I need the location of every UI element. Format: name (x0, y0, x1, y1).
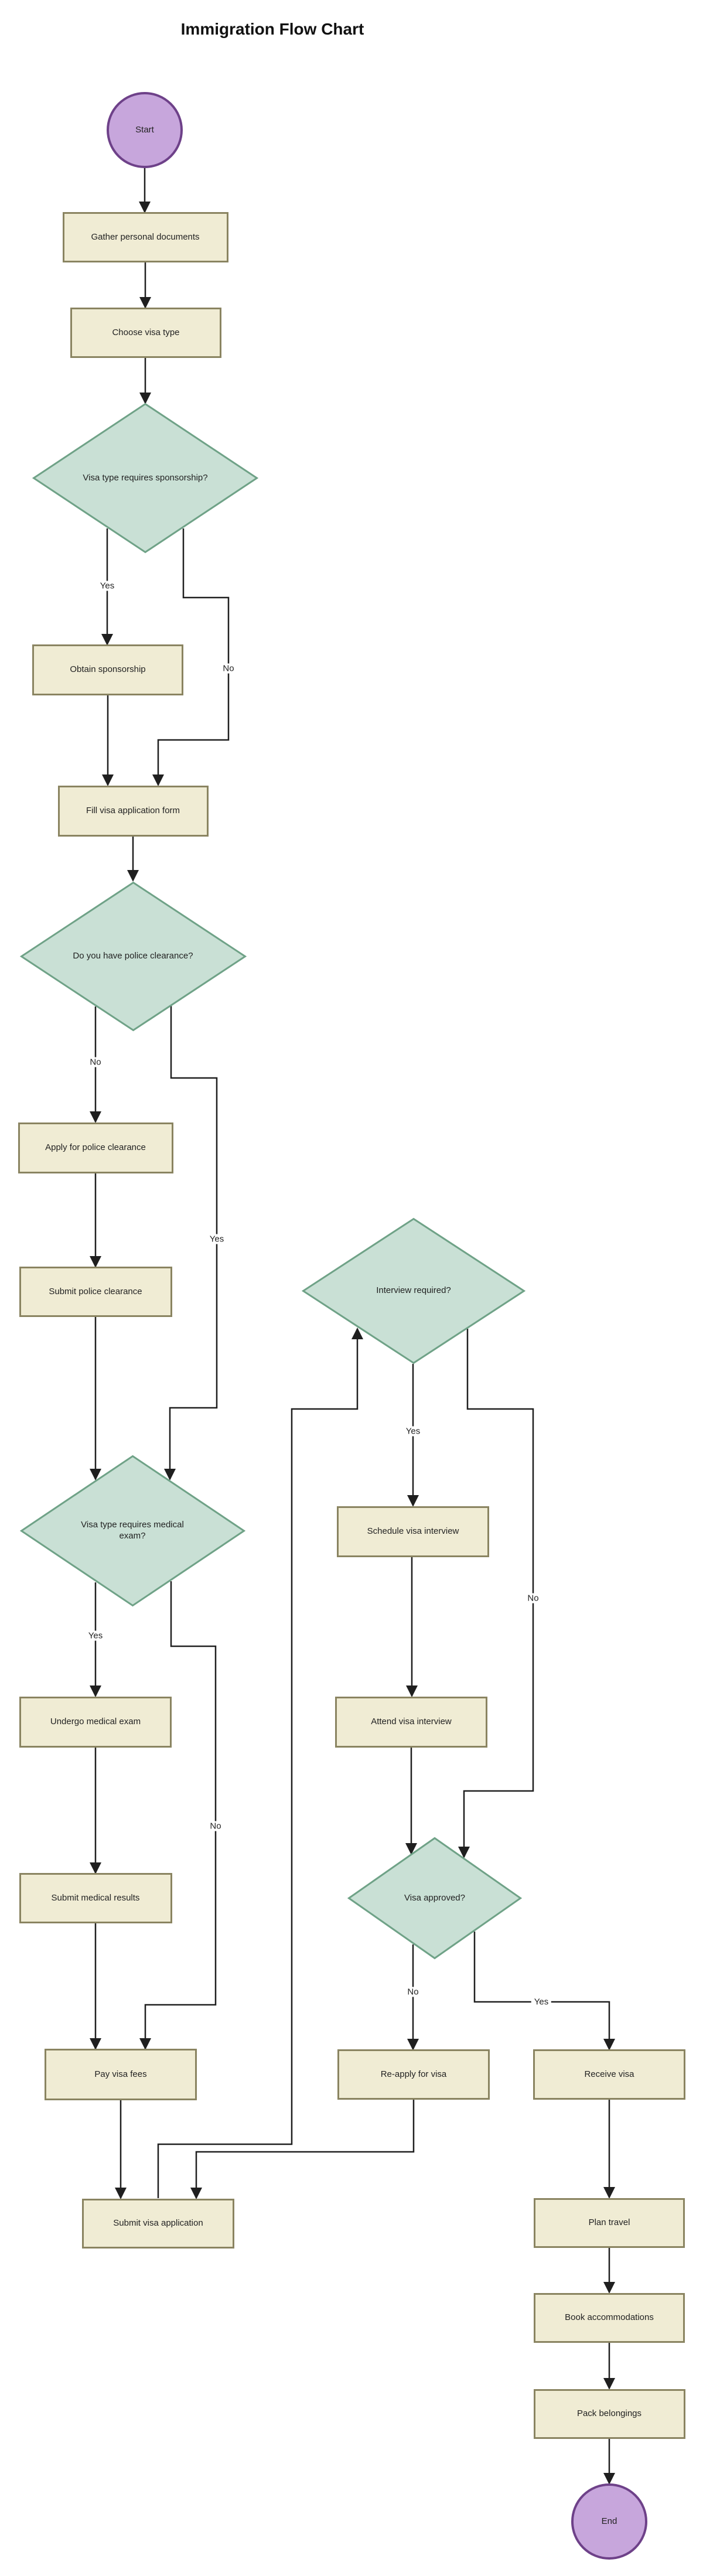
edge-label-no-d-sponsor: No (220, 663, 237, 674)
node-label-undergo: Undergo medical exam (50, 1716, 141, 1727)
node-pack: Pack belongings (533, 2389, 685, 2439)
node-d-medical: Visa type requires medical exam? (19, 1455, 245, 1607)
node-pay: Pay visa fees (45, 2049, 197, 2100)
node-fill-form: Fill visa application form (57, 785, 209, 837)
node-label-d-approved: Visa approved? (404, 1892, 465, 1903)
page-title: Immigration Flow Chart (180, 20, 364, 38)
decision-diamond-shape (347, 1837, 522, 1960)
node-undergo: Undergo medical exam (19, 1696, 172, 1748)
node-label-apply-pc: Apply for police clearance (45, 1142, 146, 1152)
node-label-d-sponsor: Visa type requires sponsorship? (83, 472, 208, 483)
decision-diamond-shape (302, 1217, 525, 1364)
node-label-d-medical: Visa type requires medical exam? (81, 1520, 184, 1541)
node-label-submit-mr: Submit medical results (51, 1892, 140, 1903)
node-submit-pc: Submit police clearance (19, 1267, 172, 1317)
decision-diamond-shape (32, 402, 258, 554)
node-end: End (571, 2483, 647, 2560)
node-start: Start (107, 92, 183, 168)
node-apply-pc: Apply for police clearance (18, 1122, 173, 1173)
node-label-choose: Choose visa type (112, 327, 180, 337)
edge-label-no-d-approved: No (404, 1987, 422, 1997)
decision-diamond-shape (19, 881, 247, 1031)
node-d-approved: Visa approved? (347, 1837, 522, 1960)
edge-label-yes-d-interview: Yes (402, 1426, 424, 1437)
node-label-d-interview: Interview required? (376, 1285, 451, 1295)
node-label-end: End (601, 2516, 617, 2526)
node-label-pay: Pay visa fees (94, 2069, 147, 2079)
node-label-submit-pc: Submit police clearance (49, 1286, 142, 1296)
node-gather: Gather personal documents (62, 212, 228, 262)
node-label-gather: Gather personal documents (91, 231, 200, 242)
node-submit-app: Submit visa application (82, 2198, 234, 2249)
node-label-d-police: Do you have police clearance? (73, 950, 193, 961)
node-label-pack: Pack belongings (576, 2408, 642, 2418)
node-d-interview: Interview required? (302, 1217, 525, 1364)
node-label-submit-app: Submit visa application (113, 2217, 203, 2228)
edge-label-yes-d-approved: Yes (531, 1997, 552, 2007)
node-receive: Receive visa (533, 2049, 685, 2100)
edge-label-no-d-interview: No (524, 1593, 542, 1603)
node-label-fill-form: Fill visa application form (86, 805, 180, 816)
node-d-police: Do you have police clearance? (19, 881, 247, 1032)
node-plan: Plan travel (534, 2198, 685, 2248)
node-label-book: Book accommodations (565, 2312, 654, 2322)
node-schedule: Schedule visa interview (337, 1506, 489, 1557)
node-attend: Attend visa interview (335, 1696, 487, 1748)
edge-label-yes-d-sponsor: Yes (97, 581, 118, 591)
node-label-obtain: Obtain sponsorship (70, 664, 146, 674)
node-label-receive: Receive visa (584, 2069, 634, 2079)
edge-reapply-to-submit-app (190, 2100, 415, 2199)
edge-submit-app-to-d-interview (157, 1328, 363, 2198)
decision-diamond-shape (19, 1455, 245, 1607)
edge-d-medical-to-pay (139, 1581, 217, 2050)
node-choose: Choose visa type (70, 308, 221, 358)
node-label-schedule: Schedule visa interview (367, 1526, 459, 1536)
edge-label-yes-d-police: Yes (206, 1234, 227, 1244)
node-d-sponsor: Visa type requires sponsorship? (32, 402, 258, 554)
node-label-plan: Plan travel (588, 2217, 630, 2227)
node-submit-mr: Submit medical results (19, 1873, 172, 1923)
edge-label-no-d-police: No (87, 1057, 104, 1067)
edge-d-interview-to-d-approved (458, 1329, 534, 1858)
edge-label-yes-d-medical: Yes (85, 1630, 106, 1641)
node-label-attend: Attend visa interview (371, 1716, 452, 1727)
edge-label-no-d-medical: No (207, 1821, 224, 1831)
node-obtain: Obtain sponsorship (32, 644, 183, 695)
node-label-start: Start (135, 124, 154, 135)
node-book: Book accommodations (534, 2292, 685, 2343)
node-label-reapply: Re-apply for visa (380, 2069, 447, 2079)
node-reapply: Re-apply for visa (337, 2049, 490, 2100)
